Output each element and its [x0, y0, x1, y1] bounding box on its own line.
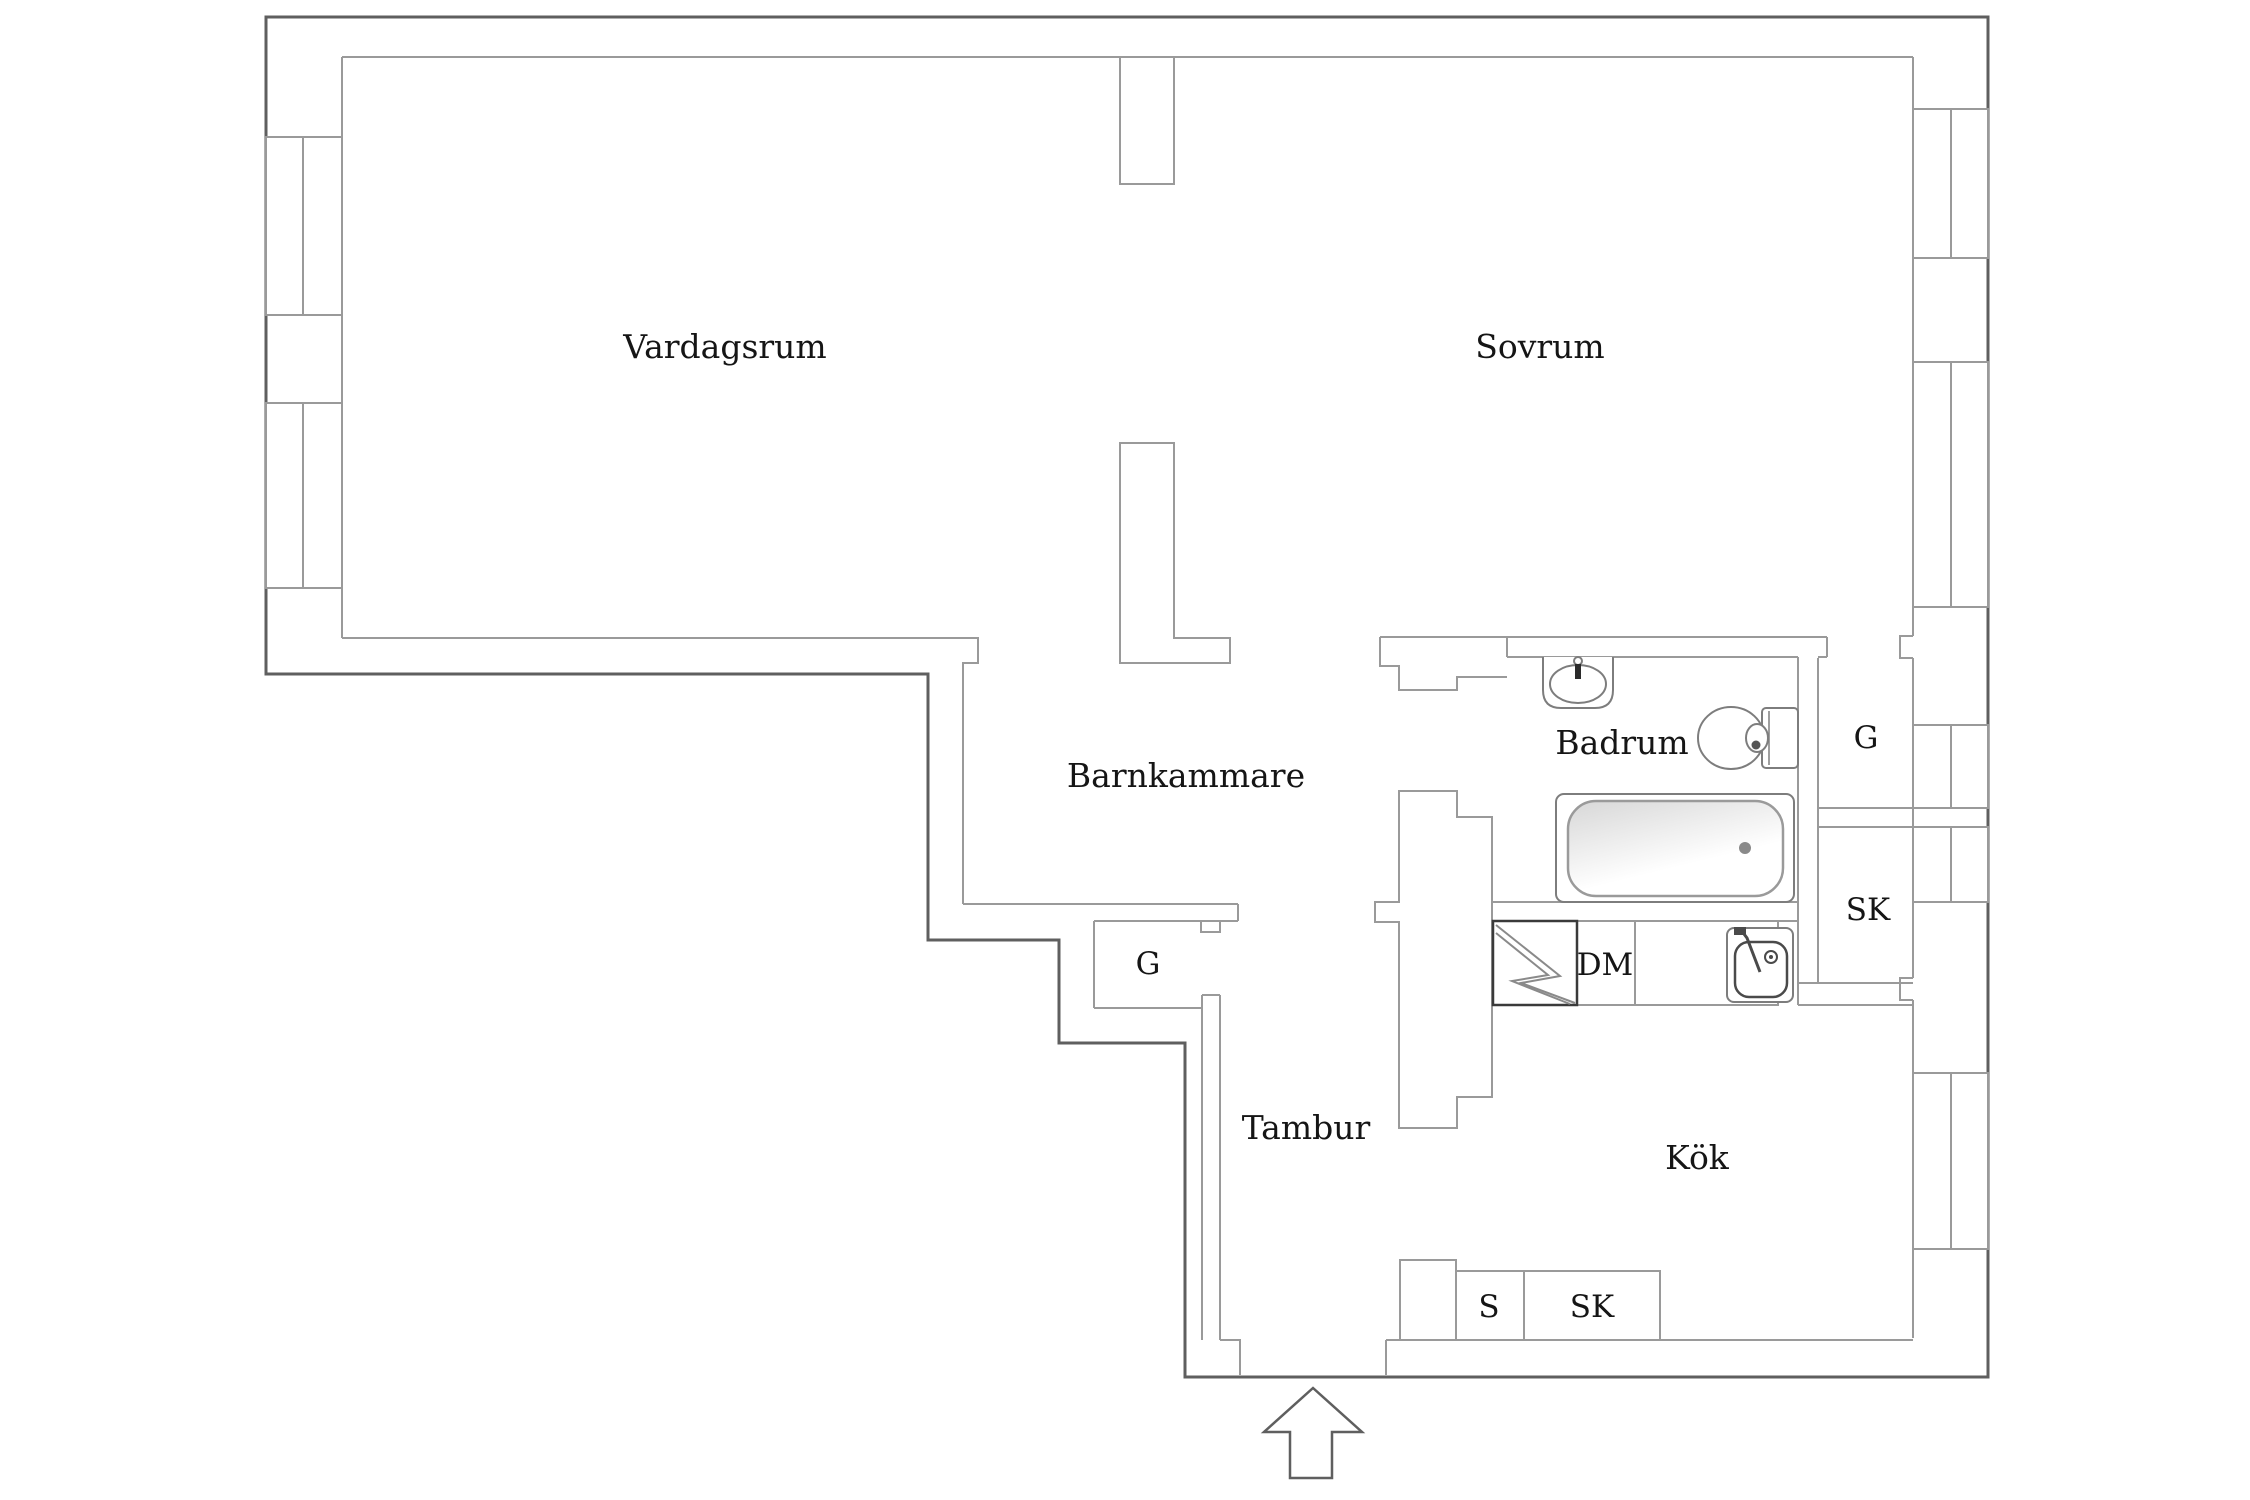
bathtub-icon — [1555, 793, 1795, 903]
window-icon-right-5 — [1912, 1072, 1989, 1250]
dishwasher-box — [1491, 919, 1579, 1007]
label-sk-right: SK — [1846, 892, 1891, 928]
label-kok: Kök — [1665, 1138, 1730, 1177]
interior-walls — [341, 56, 1914, 1375]
toilet-icon — [1697, 706, 1799, 770]
dishwasher-bolt-icon — [1495, 924, 1576, 1005]
label-sk-bottom: SK — [1570, 1289, 1615, 1325]
label-barnkammare: Barnkammare — [1067, 756, 1305, 795]
window-icon-left-2 — [265, 402, 343, 589]
window-icon-left-1 — [265, 136, 343, 316]
room-labels: Vardagsrum Sovrum Barnkammare Badrum Tam… — [622, 327, 1730, 1177]
bathroom-sink-icon — [1542, 656, 1614, 709]
label-sovrum: Sovrum — [1475, 327, 1604, 366]
closet-boxes — [1455, 1270, 1661, 1341]
closet-labels: G SK G DM S SK — [1136, 720, 1891, 1325]
kitchen-sink-icon — [1726, 927, 1794, 1003]
outer-walls — [264, 15, 1990, 1379]
entrance-arrow-icon — [1260, 1386, 1366, 1480]
label-tambur: Tambur — [1242, 1108, 1371, 1147]
label-g-left: G — [1136, 946, 1161, 982]
window-icon-right-2 — [1912, 361, 1989, 608]
window-icon-right-4 — [1912, 826, 1989, 903]
label-g-right: G — [1854, 720, 1879, 756]
label-s-bottom: S — [1478, 1289, 1499, 1325]
window-icon-right-1 — [1912, 108, 1989, 259]
label-vardagsrum: Vardagsrum — [622, 327, 826, 366]
label-badrum: Badrum — [1555, 723, 1688, 762]
window-icon-right-3 — [1912, 724, 1989, 809]
label-dm: DM — [1577, 947, 1634, 983]
window-icons — [265, 108, 1989, 1250]
